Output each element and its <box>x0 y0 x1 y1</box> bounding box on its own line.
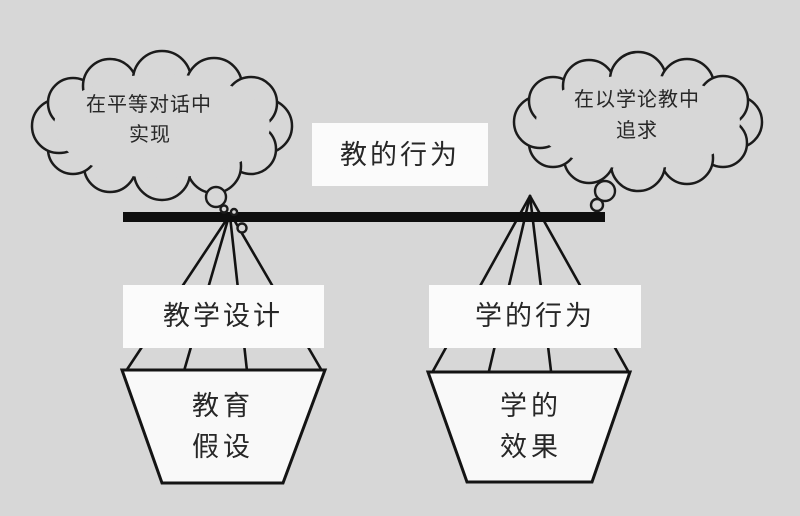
hanger-ring-icon <box>229 207 239 217</box>
center-label-box: 教的行为 <box>312 123 488 186</box>
right-bucket-text-line2: 效果 <box>500 432 562 462</box>
left-cloud-text-line1: 在平等对话中 <box>86 93 212 116</box>
left-bucket-text-line2: 假设 <box>192 432 254 462</box>
cloud-shape-icon <box>512 50 764 193</box>
label-panel <box>429 285 641 348</box>
right-bucket-text-line1: 学的 <box>500 391 562 421</box>
right-cloud-text-line1: 在以学论教中 <box>574 88 700 111</box>
right-label-box: 学的行为 <box>429 285 641 348</box>
string-ring-icon <box>236 222 248 234</box>
label-panel <box>123 285 324 348</box>
left-bucket-text-line1: 教育 <box>192 391 254 421</box>
right-box-label: 学的行为 <box>475 301 595 331</box>
right-bucket: 学的 效果 <box>425 370 633 484</box>
thought-bubble-icon <box>589 197 605 213</box>
bucket-shape <box>425 370 633 484</box>
thought-bubble-icon <box>204 185 228 209</box>
left-thought-cloud: 在平等对话中 实现 <box>30 49 294 202</box>
right-cloud-text-line2: 追求 <box>616 119 658 142</box>
thought-bubble-icon <box>593 179 617 203</box>
balance-beam <box>123 212 605 222</box>
center-box-label: 教的行为 <box>340 140 460 170</box>
right-thought-cloud: 在以学论教中 追求 <box>512 50 764 193</box>
hanger-ring-icon <box>219 204 229 214</box>
left-box-label: 教学设计 <box>163 301 283 331</box>
bucket-shape <box>119 368 328 485</box>
left-bucket: 教育 假设 <box>119 368 328 485</box>
right-cloud-tail-bubbles <box>589 179 617 213</box>
cloud-shape-icon <box>30 49 294 202</box>
left-cloud-text-line2: 实现 <box>129 123 171 146</box>
left-label-box: 教学设计 <box>123 285 324 348</box>
label-panel <box>312 123 488 186</box>
left-cloud-tail-bubbles <box>204 185 248 234</box>
